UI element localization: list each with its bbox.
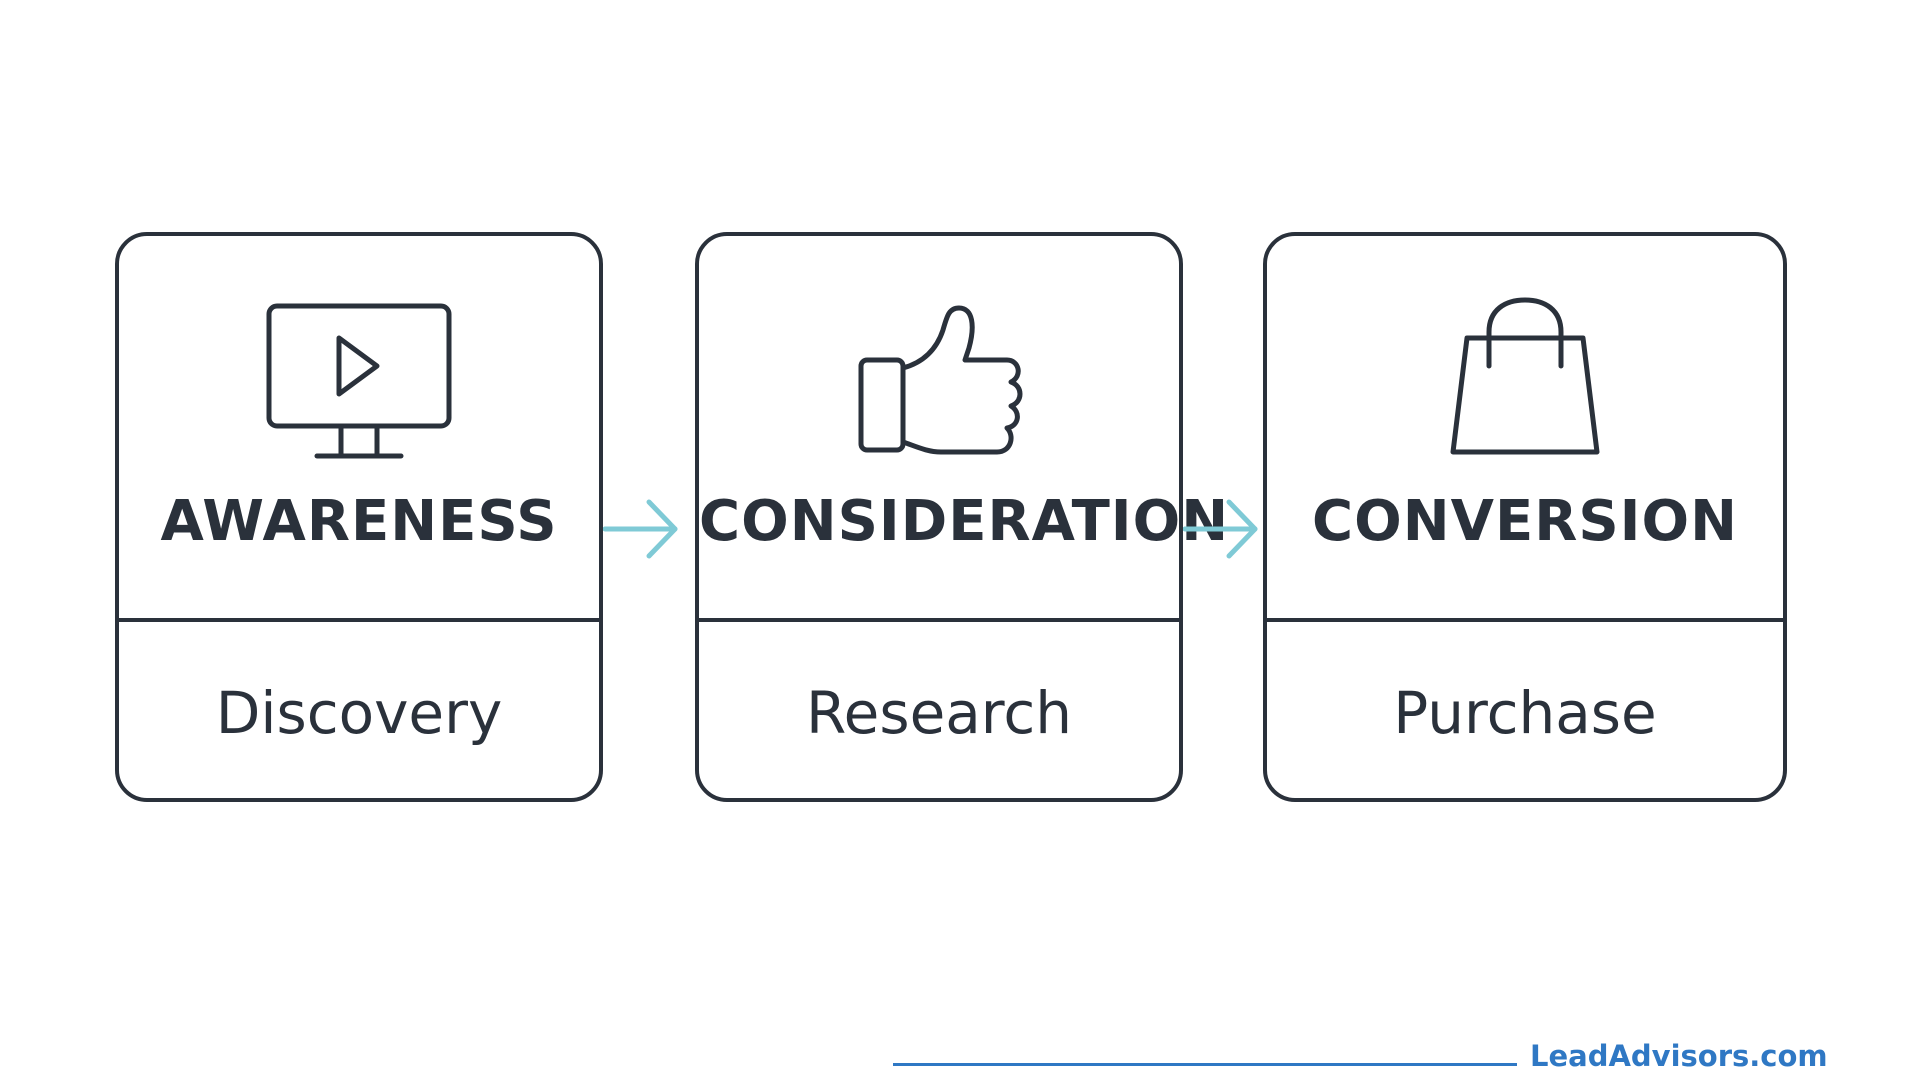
- card-divider: [119, 618, 599, 622]
- stage-subtitle: Discovery: [215, 679, 503, 747]
- stage-card-awareness: AWARENESS Discovery: [115, 232, 603, 802]
- stage-subtitle: Research: [805, 679, 1073, 747]
- monitor-play-icon: [259, 296, 459, 466]
- footer-rule: [893, 1063, 1517, 1066]
- stage-title: AWARENESS: [160, 489, 558, 554]
- arrow-right-icon: [1183, 494, 1263, 564]
- stage-card-header: CONVERSION: [1267, 236, 1783, 618]
- stage-title: CONVERSION: [1312, 489, 1738, 554]
- stage-card-consideration: CONSIDERATION Research: [695, 232, 1230, 802]
- stage-card-conversion: CONVERSION Purchase: [1263, 232, 1787, 802]
- brand-link[interactable]: LeadAdvisors.com: [1530, 1039, 1828, 1073]
- card-divider: [1267, 618, 1783, 622]
- stage-card-header: CONSIDERATION: [699, 236, 1230, 618]
- stage-card-header: AWARENESS: [119, 236, 599, 618]
- thumbs-up-icon: [839, 296, 1039, 466]
- shopping-bag-icon: [1425, 296, 1625, 466]
- arrow-right-icon: [603, 494, 683, 564]
- stage-title: CONSIDERATION: [699, 489, 1230, 554]
- stage-subtitle: Purchase: [1393, 679, 1657, 747]
- card-divider: [699, 618, 1179, 622]
